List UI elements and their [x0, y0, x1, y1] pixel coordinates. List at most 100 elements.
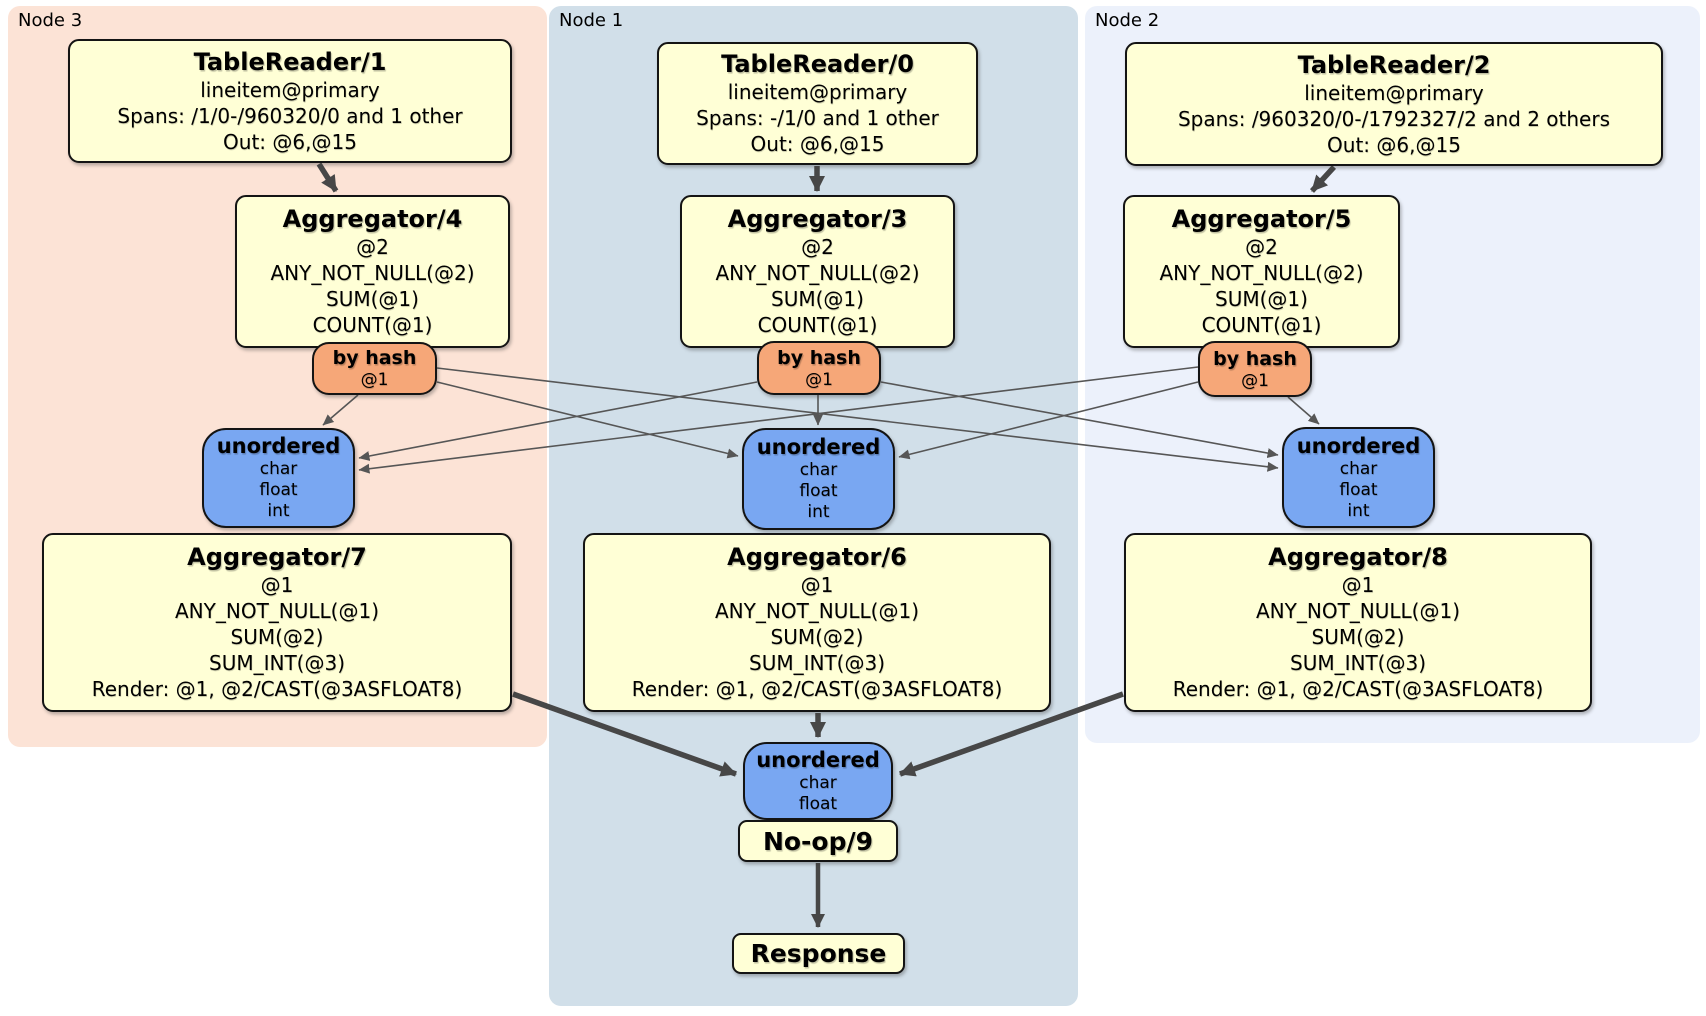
box-line-aggregator-3: ANY_NOT_NULL(@2): [715, 261, 920, 285]
box-response: Response: [732, 933, 905, 974]
box-line-aggregator-8: ANY_NOT_NULL(@1): [1256, 599, 1460, 623]
box-byhash-3: by hash@1: [757, 341, 881, 395]
box-line-unordered-6: char: [799, 460, 838, 480]
edge-byhash-4-to-unordered-6: [436, 381, 739, 459]
box-line-unordered-8: float: [1339, 479, 1378, 500]
box-line-tablereader-1: Spans: /1/0-/960320/0 and 1 other: [117, 103, 463, 128]
edge-byhash-4-to-unordered-8: [436, 367, 1279, 472]
box-line-aggregator-7: Render: @1, @2/CAST(@3ASFLOAT8): [91, 677, 463, 701]
box-line-aggregator-4: SUM(@1): [326, 287, 419, 311]
edge-byhash-3-to-unordered-8: [880, 381, 1279, 459]
edge-byhash-3-to-unordered-7: [358, 381, 758, 461]
edge-byhash-5-to-unordered-8: [1287, 396, 1320, 425]
box-line-unordered-6: float: [799, 481, 838, 501]
edge-tablereader-2-to-aggregator-5: [1309, 165, 1337, 193]
box-line-tablereader-0: Spans: -/1/0 and 1 other: [696, 106, 939, 130]
box-noop-9: No-op/9: [738, 820, 898, 862]
box-line-aggregator-5: COUNT(@1): [1201, 313, 1322, 337]
box-title-tablereader-2: TableReader/2: [1297, 50, 1491, 79]
box-line-byhash-5: @1: [1241, 370, 1269, 391]
box-line-tablereader-1: Out: @6,@15: [223, 129, 357, 154]
box-title-noop-9: No-op/9: [762, 826, 874, 856]
box-byhash-5: by hash@1: [1198, 341, 1312, 397]
box-title-unordered-7: unordered: [216, 434, 341, 458]
box-title-unordered-final: unordered: [756, 747, 880, 772]
region-label-node2: Node 2: [1095, 10, 1160, 31]
box-line-aggregator-8: SUM(@2): [1311, 625, 1405, 649]
box-line-aggregator-6: SUM_INT(@3): [749, 651, 885, 675]
box-line-tablereader-0: lineitem@primary: [727, 80, 908, 104]
box-line-aggregator-6: ANY_NOT_NULL(@1): [715, 599, 919, 623]
box-title-aggregator-8: Aggregator/8: [1268, 543, 1448, 571]
edge-tablereader-1-to-aggregator-4: [316, 162, 339, 193]
box-title-byhash-3: by hash: [777, 346, 861, 369]
box-line-unordered-6: int: [807, 502, 830, 522]
edge-byhash-4-to-unordered-7: [322, 394, 359, 426]
box-title-byhash-4: by hash: [332, 347, 417, 369]
box-line-byhash-3: @1: [805, 369, 833, 390]
box-line-unordered-7: float: [259, 480, 298, 500]
box-line-unordered-8: char: [1339, 458, 1378, 479]
box-line-aggregator-8: SUM_INT(@3): [1290, 651, 1426, 675]
edge-aggregator-7-to-unordered-final: [512, 691, 737, 777]
box-line-aggregator-4: COUNT(@1): [312, 313, 433, 337]
box-line-aggregator-6: Render: @1, @2/CAST(@3ASFLOAT8): [631, 677, 1003, 701]
box-title-response: Response: [750, 939, 887, 968]
box-title-aggregator-3: Aggregator/3: [727, 205, 908, 233]
edge-aggregator-8-to-unordered-final: [899, 691, 1124, 777]
box-line-tablereader-2: lineitem@primary: [1304, 80, 1484, 105]
box-title-tablereader-1: TableReader/1: [193, 47, 387, 76]
box-title-unordered-6: unordered: [756, 435, 881, 459]
box-line-aggregator-8: @1: [1341, 573, 1375, 597]
box-title-byhash-5: by hash: [1213, 347, 1297, 370]
box-title-aggregator-4: Aggregator/4: [282, 205, 463, 233]
box-line-unordered-final: char: [799, 772, 837, 793]
box-line-aggregator-4: ANY_NOT_NULL(@2): [270, 261, 475, 285]
box-byhash-4: by hash@1: [312, 342, 437, 395]
box-line-aggregator-8: Render: @1, @2/CAST(@3ASFLOAT8): [1172, 677, 1544, 701]
box-line-tablereader-2: Spans: /960320/0-/1792327/2 and 2 others: [1177, 106, 1610, 131]
box-line-aggregator-7: ANY_NOT_NULL(@1): [175, 599, 379, 623]
region-label-node1: Node 1: [559, 10, 624, 31]
box-title-aggregator-5: Aggregator/5: [1171, 205, 1352, 233]
box-line-aggregator-3: SUM(@1): [771, 287, 864, 311]
box-line-unordered-8: int: [1347, 500, 1370, 521]
box-line-aggregator-5: SUM(@1): [1215, 287, 1308, 311]
region-label-node3: Node 3: [18, 10, 83, 31]
box-line-aggregator-3: COUNT(@1): [757, 313, 878, 337]
box-line-aggregator-6: @1: [800, 573, 834, 597]
box-line-aggregator-6: SUM(@2): [770, 625, 864, 649]
box-line-aggregator-3: @2: [801, 235, 834, 259]
box-title-aggregator-6: Aggregator/6: [727, 543, 907, 571]
box-line-aggregator-4: @2: [356, 235, 389, 259]
edge-byhash-5-to-unordered-7: [358, 366, 1199, 474]
box-line-tablereader-0: Out: @6,@15: [750, 132, 885, 156]
box-line-tablereader-1: lineitem@primary: [200, 77, 380, 102]
box-line-aggregator-7: SUM_INT(@3): [209, 651, 345, 675]
box-line-aggregator-5: ANY_NOT_NULL(@2): [1159, 261, 1364, 285]
box-line-unordered-7: int: [267, 501, 290, 521]
box-line-aggregator-7: @1: [260, 573, 294, 597]
box-line-tablereader-2: Out: @6,@15: [1327, 132, 1461, 157]
box-title-unordered-8: unordered: [1296, 433, 1421, 458]
box-line-byhash-4: @1: [360, 370, 389, 390]
box-title-tablereader-0: TableReader/0: [721, 50, 914, 78]
box-title-aggregator-7: Aggregator/7: [187, 543, 367, 571]
box-line-aggregator-5: @2: [1245, 235, 1278, 259]
box-line-unordered-final: float: [798, 793, 838, 814]
